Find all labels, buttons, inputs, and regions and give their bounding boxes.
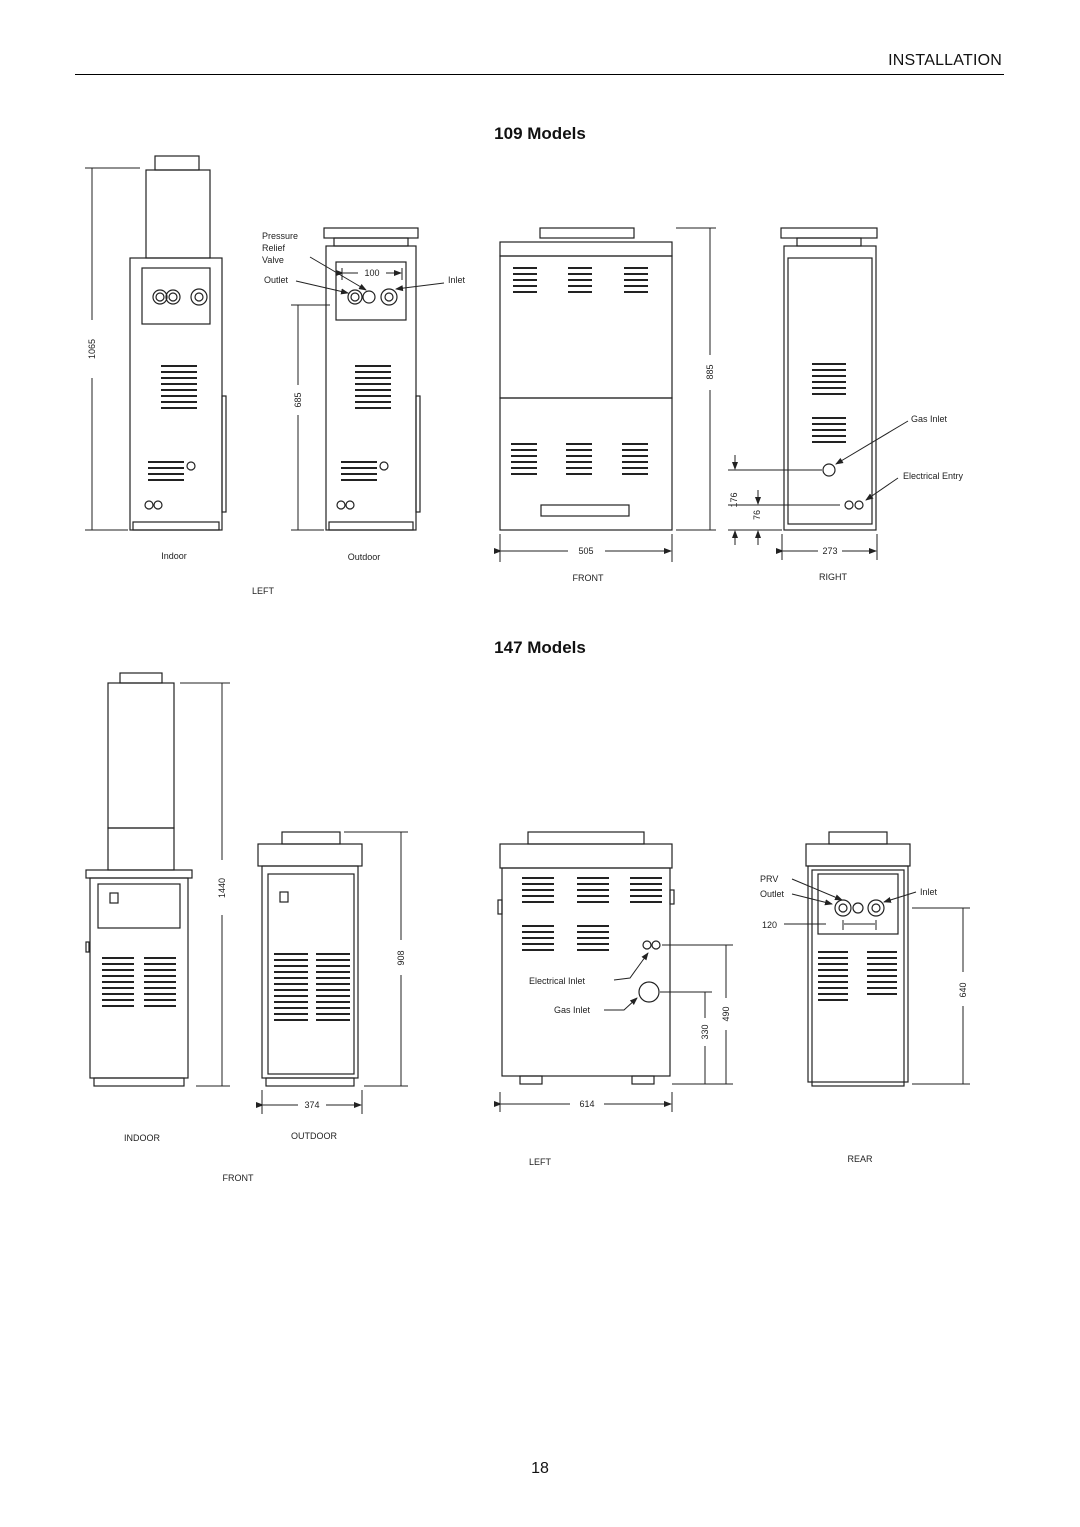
models-109-title: 109 Models <box>494 124 586 143</box>
dimension-147-outdoor-height-label: 908 <box>396 950 406 965</box>
label-109-left: LEFT <box>252 586 275 596</box>
dimension-109-outlet-height-label: 685 <box>293 392 303 407</box>
label-147-outdoor: OUTDOOR <box>291 1131 337 1141</box>
dimension-147-gas-height-label: 330 <box>700 1024 710 1039</box>
label-109-outdoor: Outdoor <box>348 552 381 562</box>
dimension-109-right <box>728 420 909 560</box>
label-147-electrical-inlet: Electrical Inlet <box>529 976 586 986</box>
dimension-147-left-width-label: 614 <box>579 1099 594 1109</box>
label-109-inlet: Inlet <box>448 275 466 285</box>
vents-109-front <box>511 267 648 475</box>
label-147-front: FRONT <box>223 1173 254 1183</box>
dimension-109-pipe-spacing-label: 100 <box>364 268 379 278</box>
callouts-109-outdoor <box>291 256 445 531</box>
label-109-right: RIGHT <box>819 572 848 582</box>
dimension-147-rear <box>784 878 970 1085</box>
dimension-109-total-height <box>85 167 140 531</box>
label-147-indoor: INDOOR <box>124 1133 161 1143</box>
models-147-title: 147 Models <box>494 638 586 657</box>
dimension-109-gas-height-label: 176 <box>729 492 739 507</box>
label-109-valve: Valve <box>262 255 284 265</box>
label-109-outlet: Outlet <box>264 275 289 285</box>
vents-147-outdoor <box>274 953 350 1021</box>
heater-147-left <box>497 831 675 1085</box>
dimension-109-right-width-label: 273 <box>822 546 837 556</box>
label-147-left: LEFT <box>529 1157 552 1167</box>
dimension-109-elec-height-label: 76 <box>752 510 762 520</box>
vents-147-rear <box>818 951 897 1001</box>
dimension-147-outdoor-width-label: 374 <box>304 1100 319 1110</box>
header-divider <box>75 74 1004 75</box>
dimension-109-front-width-label: 505 <box>578 546 593 556</box>
label-109-front: FRONT <box>573 573 604 583</box>
dimension-147-total-height <box>180 682 230 1087</box>
section-header: INSTALLATION <box>888 52 1002 69</box>
label-147-inlet: Inlet <box>920 887 938 897</box>
label-109-indoor: Indoor <box>161 551 187 561</box>
label-147-outlet: Outlet <box>760 889 785 899</box>
vents-109-indoor <box>148 365 197 481</box>
dimension-109-total-height-label: 1065 <box>87 339 97 359</box>
dimension-147-outdoor <box>256 831 408 1114</box>
heater-109-front <box>499 227 673 531</box>
heater-147-front-outdoor <box>257 831 363 1087</box>
heater-109-left-indoor <box>129 155 227 531</box>
dimension-109-front-height-label: 885 <box>705 364 715 379</box>
dimension-109-front <box>494 227 716 562</box>
dimension-147-rear-height-label: 640 <box>958 982 968 997</box>
dimension-147-elec-height-label: 490 <box>721 1006 731 1021</box>
label-109-pressure: Pressure <box>262 231 298 241</box>
vents-109-right <box>812 363 846 443</box>
heater-147-front-indoor <box>85 672 193 1087</box>
vents-147-indoor <box>102 957 176 1007</box>
page-number: 18 <box>531 1460 549 1477</box>
label-109-relief: Relief <box>262 243 286 253</box>
dimension-147-total-height-label: 1440 <box>217 878 227 898</box>
label-147-prv: PRV <box>760 874 778 884</box>
heater-147-rear <box>805 831 911 1087</box>
dimension-147-left <box>494 944 733 1112</box>
label-109-electrical-entry: Electrical Entry <box>903 471 964 481</box>
vents-109-outdoor <box>341 365 391 481</box>
heater-109-right <box>780 227 878 531</box>
label-147-gas-inlet: Gas Inlet <box>554 1005 591 1015</box>
heater-109-left-outdoor <box>323 227 421 531</box>
label-147-rear: REAR <box>847 1154 873 1164</box>
dimension-147-rear-spacing-label: 120 <box>762 920 777 930</box>
label-109-gas-inlet: Gas Inlet <box>911 414 948 424</box>
vents-147-left <box>522 877 662 951</box>
